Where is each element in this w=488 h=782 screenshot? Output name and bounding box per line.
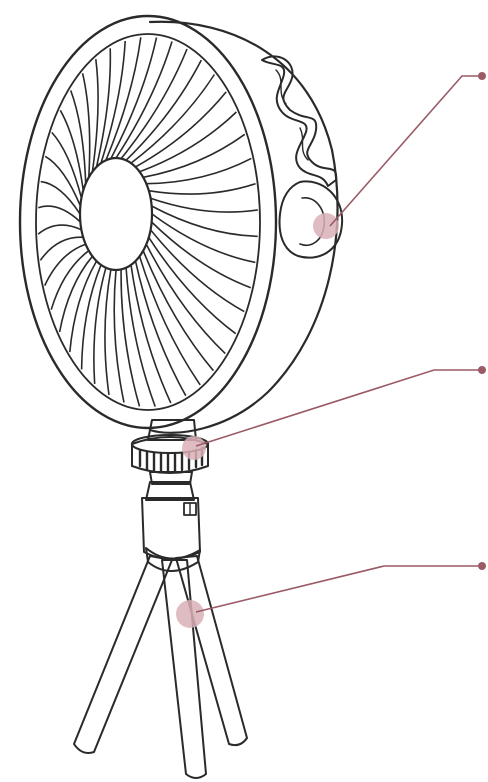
grille-spoke	[150, 197, 258, 213]
grille-spoke	[151, 213, 256, 264]
grille-spoke	[110, 37, 158, 159]
grille-spoke	[125, 267, 156, 407]
grille-spoke	[80, 264, 102, 370]
grille-spoke	[145, 243, 226, 355]
grille-spoke	[143, 133, 246, 179]
grille-spoke	[44, 155, 82, 207]
grille-spoke	[59, 109, 85, 191]
grille-spoke	[146, 157, 252, 185]
grille-spoke	[104, 269, 112, 396]
grille-spoke	[142, 250, 215, 372]
grille-spoke	[125, 59, 203, 161]
grille-spoke	[115, 41, 173, 159]
callout-end-dot	[478, 72, 486, 80]
grille-spoke	[69, 90, 87, 184]
grille-spoke	[148, 236, 237, 335]
hanging-hook-icon	[261, 55, 338, 187]
grille-spoke	[151, 221, 252, 289]
fan-grille	[37, 37, 258, 407]
grille-spoke	[50, 250, 90, 310]
callout-rotation-knob	[182, 366, 486, 460]
grille-spoke	[151, 205, 258, 238]
callout-leader	[329, 75, 480, 227]
grille-spoke	[113, 269, 125, 403]
callout-marker	[313, 213, 339, 239]
grille-spoke	[130, 264, 172, 404]
callout-fan-button	[313, 72, 486, 239]
callout-marker	[176, 600, 204, 628]
grille-spoke	[43, 243, 86, 286]
grille-spoke	[93, 267, 107, 384]
grille-spoke	[148, 182, 256, 195]
callout-leader	[195, 565, 478, 613]
grille-spoke	[130, 74, 216, 164]
grille-spoke	[51, 131, 83, 199]
grille-spoke	[135, 91, 227, 168]
grille-spoke	[39, 236, 84, 261]
grille-spoke	[138, 256, 201, 386]
fan-hub	[78, 156, 154, 272]
fan-head	[18, 14, 344, 441]
grille-spoke	[139, 111, 237, 173]
grille-spoke	[69, 260, 98, 353]
callout-tripod	[176, 562, 486, 628]
grille-spoke	[105, 37, 142, 161]
grille-spoke	[38, 205, 81, 223]
callout-end-dot	[478, 366, 486, 374]
callout-marker	[182, 436, 206, 460]
grille-spoke	[120, 48, 188, 160]
grille-spoke	[58, 255, 94, 333]
grille-spoke	[37, 224, 82, 235]
grille-spoke	[91, 59, 99, 172]
grille-spoke	[100, 40, 126, 164]
callout-end-dot	[478, 562, 486, 570]
grille-spoke	[149, 229, 245, 313]
grille-spoke	[120, 269, 141, 407]
callout-leader	[195, 369, 480, 447]
tripod-icon	[73, 481, 248, 779]
grille-spoke	[81, 73, 91, 178]
grille-spoke	[40, 180, 81, 215]
grille-spoke	[95, 48, 112, 168]
grille-spoke	[134, 260, 187, 397]
